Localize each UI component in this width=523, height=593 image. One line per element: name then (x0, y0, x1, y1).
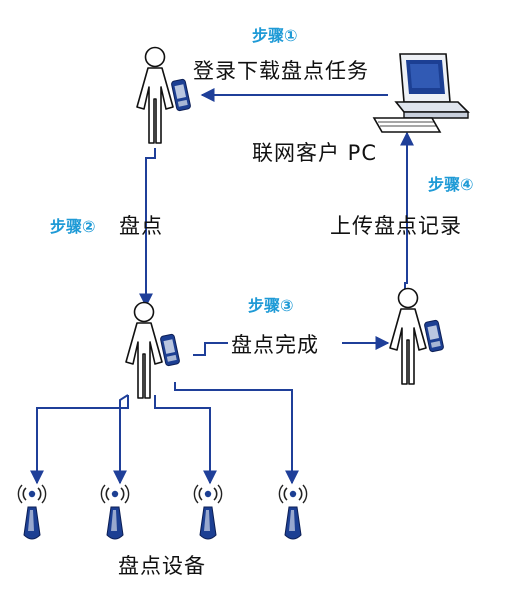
upload-record-label: 上传盘点记录 (330, 214, 462, 238)
desktop-computer-icon (372, 53, 470, 133)
step4-label: 步骤④ (428, 175, 474, 194)
inventory-devices-label: 盘点设备 (118, 554, 206, 578)
operator-top-icon (136, 46, 192, 144)
arrow-step2 (139, 148, 156, 308)
download-task-label: 登录下载盘点任务 (193, 59, 369, 83)
branch-device-2 (113, 394, 129, 485)
branch-device-4 (174, 382, 299, 485)
inventory-label: 盘点 (119, 214, 163, 238)
step3-label: 步骤③ (248, 296, 294, 315)
branch-device-3 (154, 395, 217, 485)
step2-label: 步骤② (50, 217, 96, 236)
antenna-device-icon (17, 484, 47, 540)
arrow-step3 (193, 342, 228, 356)
operator-middle-icon (125, 301, 181, 399)
antenna-device-icon (100, 484, 130, 540)
inventory-done-label: 盘点完成 (231, 333, 319, 357)
networked-pc-label: 联网客户 PC (252, 141, 378, 165)
branch-device-1 (30, 395, 129, 485)
operator-right-icon (389, 287, 445, 385)
step1-label: 步骤① (252, 26, 298, 45)
antenna-device-icon (193, 484, 223, 540)
antenna-device-icon (278, 484, 308, 540)
